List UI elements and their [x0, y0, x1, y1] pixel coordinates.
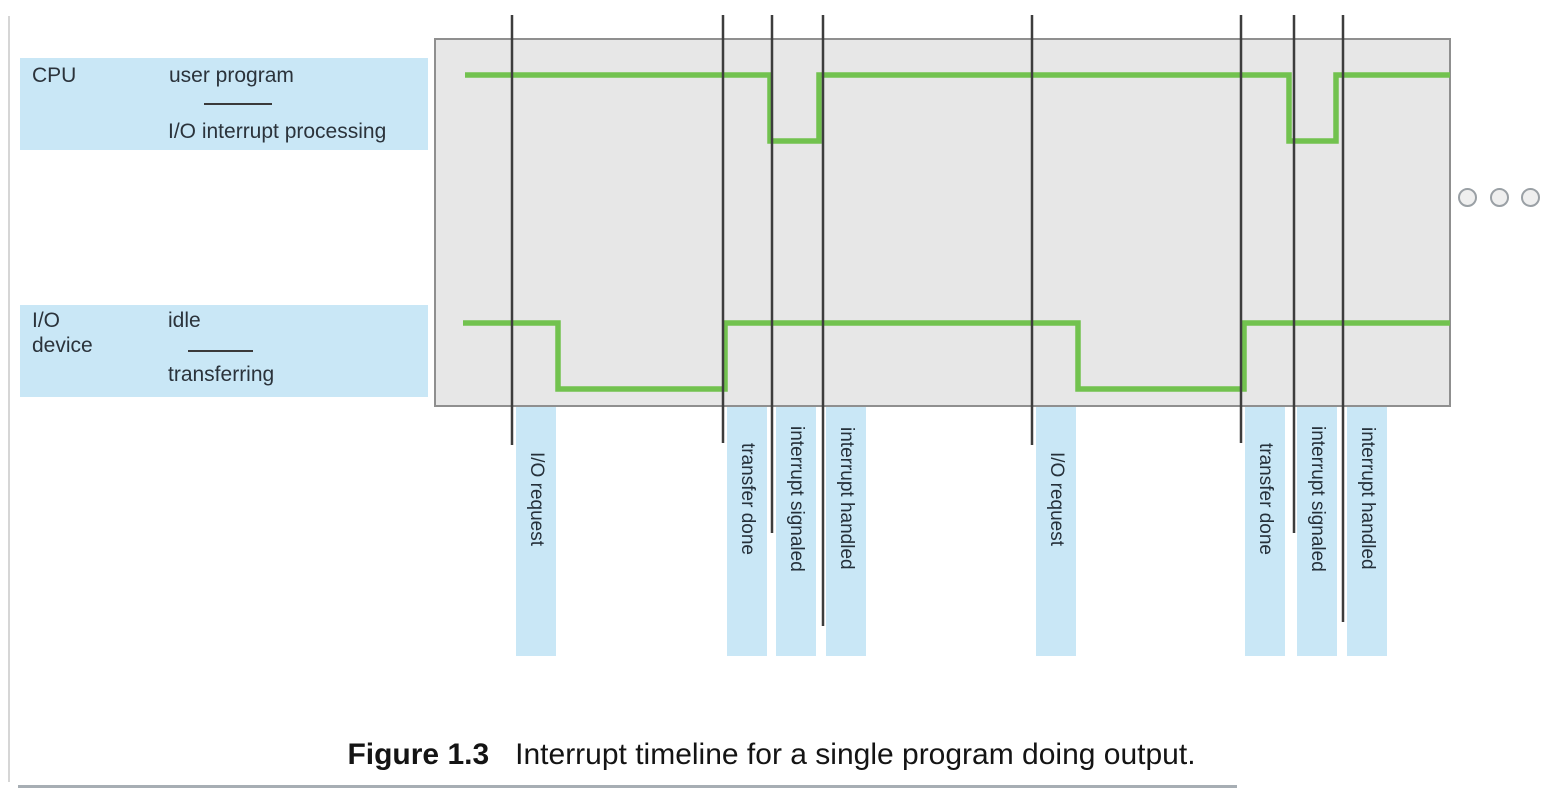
event-label-strip: I/O request — [516, 407, 556, 656]
io-legend-title-line2: device — [32, 334, 93, 357]
cpu-legend-title: CPU — [32, 64, 77, 87]
event-label: interrupt signaled — [786, 425, 807, 572]
io-state-bottom-label: transferring — [168, 363, 275, 386]
cpu-state-divider — [204, 103, 272, 105]
event-label-strip: interrupt signaled — [776, 407, 816, 656]
page-bottom-rule — [18, 785, 1237, 788]
figure-caption-text: Interrupt timeline for a single program … — [515, 738, 1196, 771]
io-legend-title-line1: I/O — [32, 309, 61, 332]
event-label-strip: transfer done — [727, 407, 767, 656]
event-label-strip: transfer done — [1245, 407, 1285, 656]
io-state-divider — [188, 350, 253, 352]
event-label-strip: interrupt handled — [1347, 407, 1387, 656]
continuation-dot-2 — [1490, 188, 1509, 207]
cpu-state-top-label: user program — [169, 64, 294, 87]
event-label: interrupt handled — [836, 427, 857, 570]
figure-caption: Figure 1.3 Interrupt timeline for a singl… — [0, 738, 1543, 772]
cpu-state-bottom-label: I/O interrupt processing — [168, 120, 387, 143]
page-left-rule — [8, 16, 10, 782]
event-label-strip: interrupt signaled — [1297, 407, 1337, 656]
timeline-plot-area — [434, 38, 1451, 407]
io-device-legend-panel: I/O device idle transferring — [20, 305, 428, 397]
event-label: I/O request — [1046, 451, 1067, 546]
figure-caption-number: Figure 1.3 — [347, 738, 490, 771]
event-label: transfer done — [737, 442, 758, 555]
event-label-strip: I/O request — [1036, 407, 1076, 656]
continuation-dot-3 — [1521, 188, 1540, 207]
cpu-legend-panel: CPU user program I/O interrupt processin… — [20, 58, 428, 150]
event-label: transfer done — [1255, 442, 1276, 555]
event-label: interrupt handled — [1357, 427, 1378, 570]
continuation-dot-1 — [1458, 188, 1477, 207]
event-label: interrupt signaled — [1307, 425, 1328, 572]
event-label: I/O request — [526, 451, 547, 546]
io-state-top-label: idle — [168, 309, 201, 332]
event-label-strip: interrupt handled — [826, 407, 866, 656]
